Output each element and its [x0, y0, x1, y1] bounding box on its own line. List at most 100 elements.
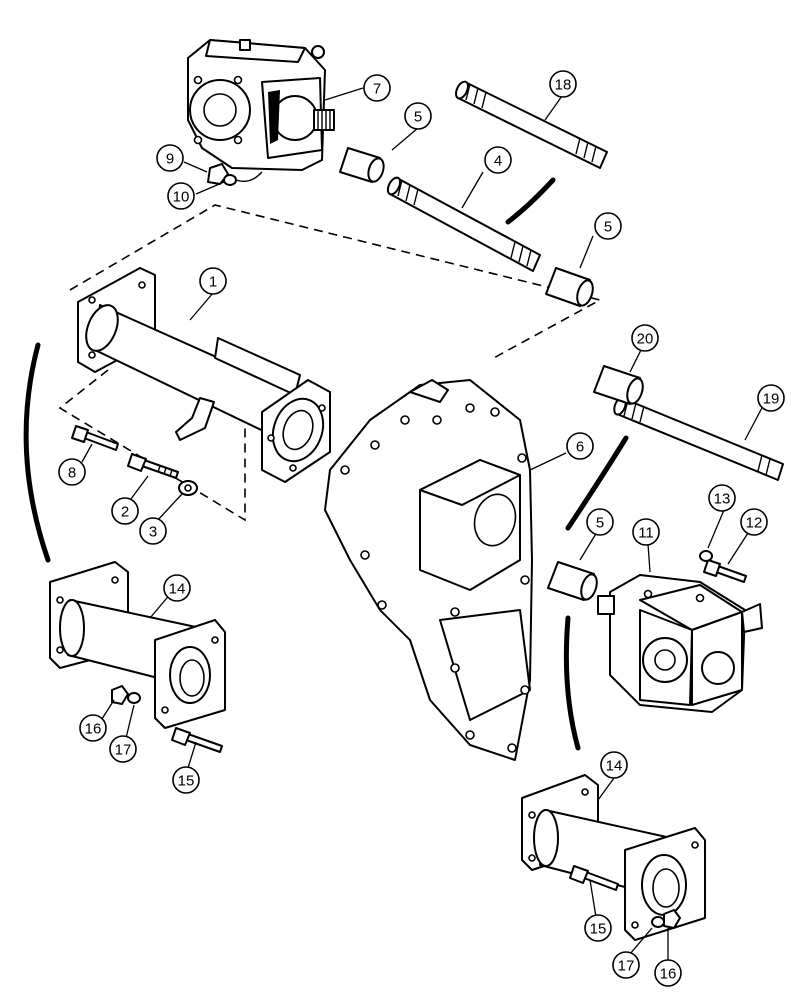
callout-c5b: 5: [594, 212, 622, 240]
callout-circle: [586, 508, 614, 536]
nut-16-left: [111, 685, 129, 705]
callout-label: 9: [166, 151, 174, 168]
callout-circle: [740, 508, 768, 536]
callout-label: 16: [660, 966, 677, 983]
callout-c16a: 16: [79, 714, 107, 742]
tube-14-right: [521, 774, 706, 941]
bolt-8: [71, 425, 119, 451]
callout-c5a: 5: [404, 102, 432, 130]
callout-c11: 11: [632, 518, 660, 546]
tube-1: [77, 267, 331, 483]
callout-label: 6: [576, 439, 584, 456]
callout-c16b: 16: [654, 959, 682, 987]
callout-c4: 4: [484, 146, 512, 174]
callout-circle: [404, 102, 432, 130]
bolt-15-right: [569, 865, 619, 891]
wire-10: [235, 171, 263, 183]
callout-label: 11: [638, 525, 654, 542]
callout-c5c: 5: [586, 508, 614, 536]
callout-label: 15: [590, 921, 607, 938]
callout-circle: [58, 458, 86, 486]
callout-circle: [594, 212, 622, 240]
callout-c6: 6: [566, 432, 594, 460]
washer-17-left: [127, 692, 141, 704]
nut-16-right: [663, 909, 681, 929]
callout-c17a: 17: [109, 735, 137, 763]
callout-circle: [199, 267, 227, 295]
callout-label: 4: [494, 153, 502, 170]
callout-c12: 12: [740, 508, 768, 536]
callout-circle: [566, 432, 594, 460]
callout-circle: [757, 384, 785, 412]
callout-c17b: 17: [612, 951, 640, 979]
callout-label: 10: [173, 189, 190, 206]
callout-c15b: 15: [584, 914, 612, 942]
bushing-5-top: [339, 147, 385, 183]
bushing-5-mid: [545, 267, 594, 307]
callout-label: 19: [763, 391, 780, 408]
callout-label: 17: [618, 958, 635, 975]
callout-label: 3: [149, 524, 157, 541]
callout-label: 1: [209, 274, 217, 291]
callout-c13: 13: [708, 484, 736, 512]
callout-circle: [363, 74, 391, 102]
callout-c8: 8: [58, 458, 86, 486]
callout-c3: 3: [139, 517, 167, 545]
shaft-19: [613, 396, 784, 481]
callout-c10: 10: [167, 182, 195, 210]
callout-circle: [654, 959, 682, 987]
callout-circle: [484, 146, 512, 174]
callout-c14a: 14: [163, 574, 191, 602]
washer-13: [699, 550, 713, 562]
callout-circle: [612, 951, 640, 979]
callout-c2: 2: [111, 497, 139, 525]
callout-circle: [172, 766, 200, 794]
callout-label: 12: [746, 515, 763, 532]
callout-circle: [163, 574, 191, 602]
callout-circle: [167, 182, 195, 210]
bushing-5-low: [547, 561, 598, 601]
callout-label: 18: [555, 77, 572, 94]
callout-circle: [584, 914, 612, 942]
callout-label: 17: [115, 742, 132, 759]
callout-c14b: 14: [600, 751, 628, 779]
callout-label: 13: [714, 491, 731, 508]
callout-circle: [708, 484, 736, 512]
callout-c20: 20: [631, 324, 659, 352]
callout-c9: 9: [156, 144, 184, 172]
callout-label: 20: [637, 331, 654, 348]
shaft-4: [386, 176, 541, 272]
bolt-2: [127, 453, 179, 479]
bolt-12: [703, 559, 747, 583]
callout-label: 8: [68, 465, 76, 482]
tube-14-left: [49, 561, 226, 729]
gear-housing-6: [324, 379, 533, 761]
callout-circle: [109, 735, 137, 763]
leader-lines: [81, 87, 765, 961]
motion-arc-right-upper: [565, 435, 629, 531]
bushing-20: [593, 365, 644, 405]
motion-arc-right-lower: [563, 615, 581, 751]
gearbox-right: [597, 574, 763, 713]
gearbox-top: [187, 39, 335, 171]
shaft-18: [455, 80, 608, 169]
callout-label: 5: [414, 109, 422, 126]
callout-label: 14: [606, 758, 623, 775]
callout-circle: [139, 517, 167, 545]
bolt-15-left: [171, 727, 223, 753]
washer-17-right: [651, 916, 665, 928]
callout-label: 5: [596, 515, 604, 532]
callout-label: 16: [85, 721, 102, 738]
callout-label: 7: [373, 81, 381, 98]
callout-label: 15: [178, 773, 195, 790]
callout-circle: [156, 144, 184, 172]
callout-c18: 18: [549, 70, 577, 98]
callout-circle: [632, 518, 660, 546]
motion-arc-shaft: [505, 177, 556, 225]
callout-label: 14: [169, 581, 186, 598]
callout-circle: [79, 714, 107, 742]
washer-10: [223, 174, 237, 186]
callout-label: 2: [121, 504, 129, 521]
